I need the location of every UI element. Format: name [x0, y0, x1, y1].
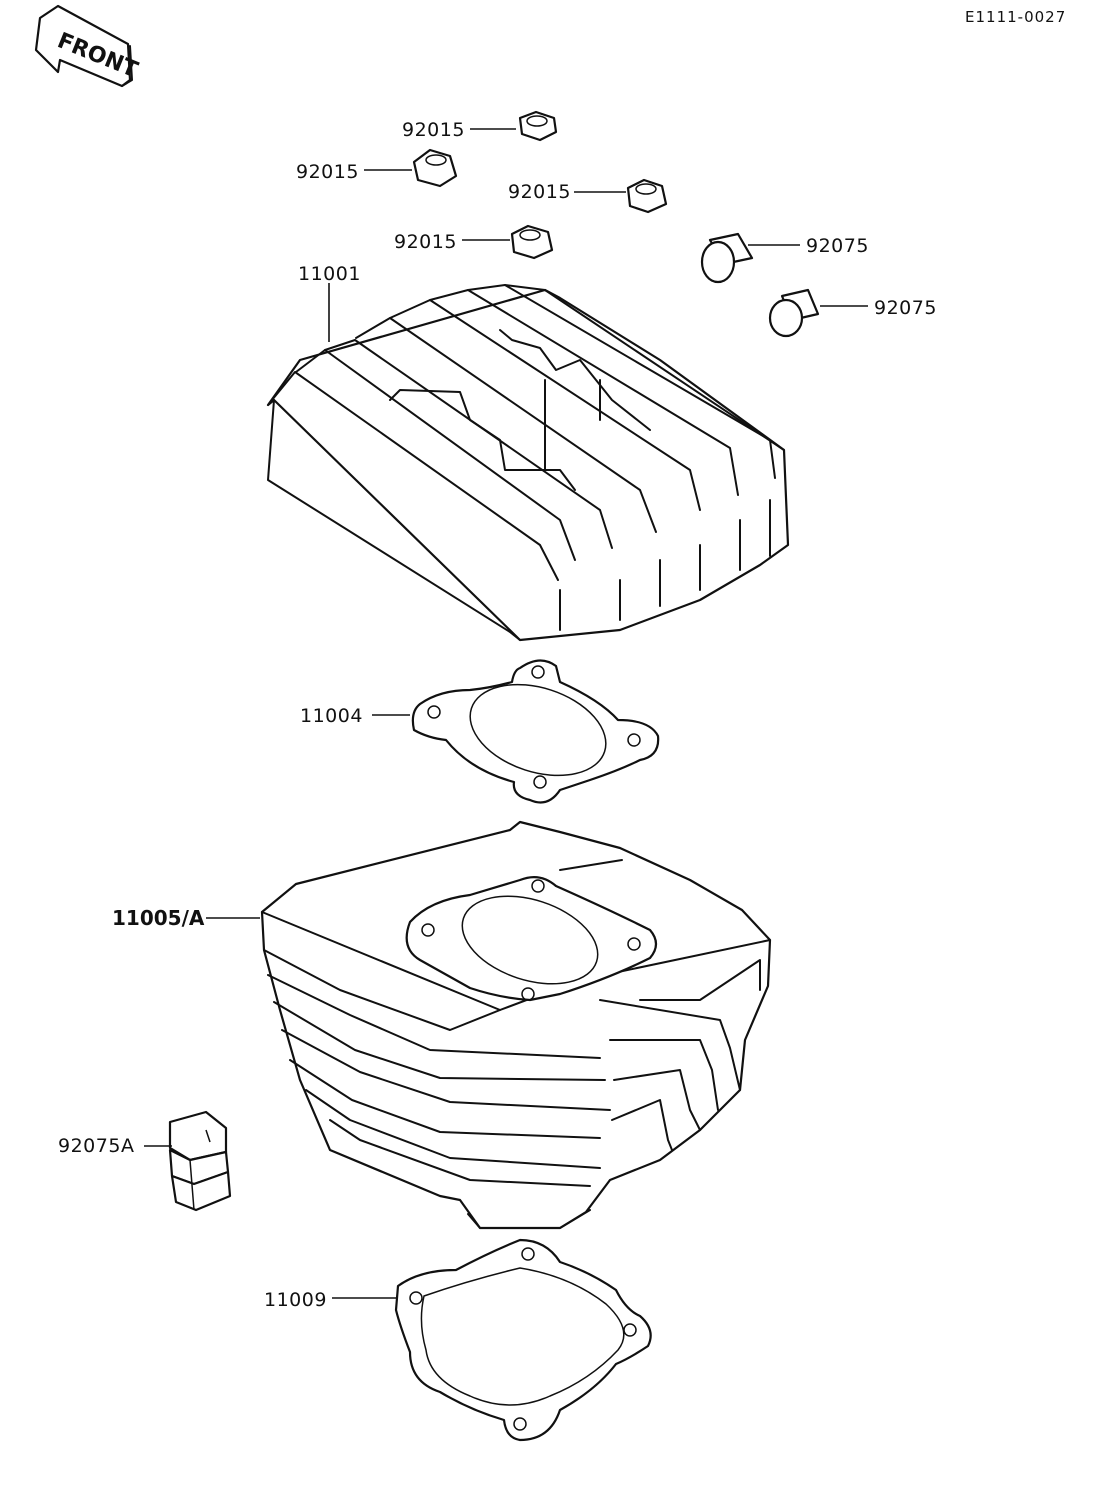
dowel-pin-icon	[768, 288, 820, 338]
part-label-head-gasket: 11004	[300, 705, 363, 727]
dowel-pin-icon	[700, 232, 754, 284]
nut-icon	[412, 148, 458, 188]
nut-icon	[626, 178, 668, 214]
part-label-cylinder: 11005/A	[112, 906, 205, 930]
front-arrow-icon: FRONT	[34, 4, 141, 88]
cylinder	[260, 820, 772, 1230]
base-gasket	[394, 1238, 652, 1442]
head-gasket	[411, 659, 660, 804]
figure-code: E1111-0027	[965, 8, 1066, 26]
part-label-dowel-pin: 92075	[874, 297, 937, 319]
part-label-nut: 92015	[508, 181, 571, 203]
cylinder-head	[266, 284, 790, 642]
part-label-block-pin: 92075A	[58, 1135, 134, 1157]
block-pin-icon	[168, 1110, 232, 1212]
part-label-nut: 92015	[394, 231, 457, 253]
part-label-nut: 92015	[402, 119, 465, 141]
nut-icon	[510, 224, 554, 260]
part-label-dowel-pin: 92075	[806, 235, 869, 257]
part-label-nut: 92015	[296, 161, 359, 183]
nut-icon	[518, 110, 558, 142]
part-label-base-gasket: 11009	[264, 1289, 327, 1311]
part-label-cylinder-head: 11001	[298, 263, 361, 285]
